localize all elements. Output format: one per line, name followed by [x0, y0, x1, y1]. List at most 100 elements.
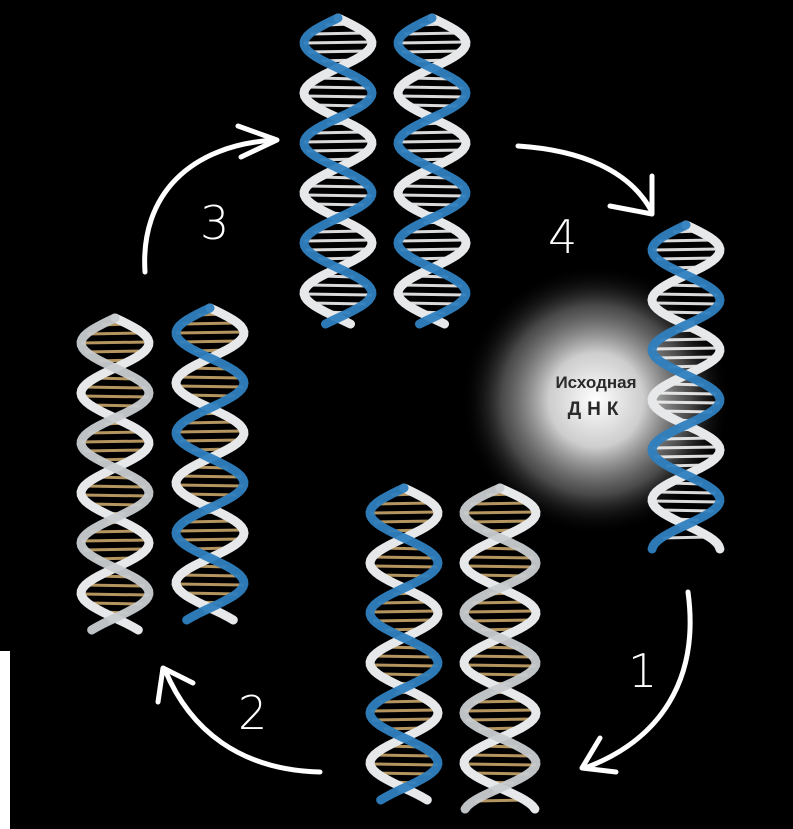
base-pair	[81, 594, 149, 595]
base-pair	[176, 584, 244, 585]
base-pair	[373, 656, 435, 657]
base-pair	[177, 386, 244, 387]
helix-left-a	[81, 318, 149, 630]
base-pair	[654, 294, 717, 295]
base-pair	[399, 96, 466, 97]
base-pair	[183, 323, 238, 324]
base-pair	[81, 441, 148, 442]
base-pair	[308, 51, 368, 52]
base-pair	[464, 764, 536, 765]
base-pair	[179, 476, 241, 477]
base-pair	[82, 540, 149, 541]
base-pair	[88, 333, 143, 334]
helix-bottom-a	[370, 488, 438, 800]
base-pair	[83, 549, 146, 550]
step-number-4: 4	[548, 214, 577, 260]
base-pair	[180, 341, 240, 342]
base-pair	[176, 332, 244, 333]
base-pair	[81, 342, 149, 343]
base-pair	[656, 258, 716, 259]
arrow-step-4	[518, 146, 652, 212]
base-pair	[655, 393, 717, 394]
base-pair	[305, 96, 372, 97]
helix-left-b	[176, 308, 244, 620]
arrow-step-2-head	[158, 668, 193, 702]
base-pair	[82, 396, 149, 397]
base-pair	[85, 351, 145, 352]
base-pair	[401, 150, 463, 151]
base-pair	[180, 575, 240, 576]
base-pair	[176, 431, 243, 432]
base-pair	[467, 656, 532, 657]
helix-bottom-b	[464, 488, 536, 809]
base-pair	[374, 755, 434, 756]
base-pair	[398, 294, 466, 295]
step-number-3: 3	[200, 200, 229, 246]
helix-top-right	[398, 18, 466, 324]
base-pair	[400, 249, 463, 250]
base-pair	[308, 285, 368, 286]
original-dna-label-line1: Исходная	[536, 373, 656, 393]
base-pair	[469, 521, 532, 522]
base-pair	[465, 566, 536, 567]
base-pair	[652, 249, 720, 250]
base-pair	[467, 620, 532, 621]
base-pair	[398, 195, 465, 196]
base-pair	[307, 186, 369, 187]
step-number-1: 1	[628, 648, 657, 694]
left-edge-bar	[0, 651, 10, 829]
base-pair	[305, 240, 372, 241]
base-pair	[464, 665, 535, 666]
base-pair	[83, 387, 146, 388]
base-pair	[84, 450, 146, 451]
base-pair	[311, 33, 366, 34]
base-pair	[467, 557, 534, 558]
base-pair	[176, 485, 243, 486]
base-pair	[370, 611, 437, 612]
base-pair	[377, 503, 432, 504]
base-pair	[178, 539, 241, 540]
helix-top-left	[304, 18, 372, 324]
base-pair	[304, 294, 372, 295]
base-pair	[471, 503, 529, 504]
base-pair	[400, 87, 463, 88]
base-pair	[304, 42, 372, 43]
base-pair	[655, 357, 717, 358]
base-pair	[306, 87, 369, 88]
base-pair	[304, 195, 371, 196]
base-pair	[654, 456, 717, 457]
base-pair	[371, 566, 438, 567]
base-pair	[372, 557, 435, 558]
base-pair	[179, 440, 241, 441]
base-pair	[659, 240, 714, 241]
base-pair	[402, 285, 462, 286]
base-pair	[84, 486, 146, 487]
base-pair	[372, 719, 435, 720]
base-pair	[370, 512, 438, 513]
base-pair	[371, 710, 438, 711]
base-pair	[81, 495, 148, 496]
base-pair	[370, 764, 438, 765]
base-pair	[405, 33, 460, 34]
base-pair	[652, 402, 719, 403]
base-pair	[373, 620, 435, 621]
base-pair	[464, 611, 535, 612]
base-pair	[653, 447, 720, 448]
base-pair	[398, 42, 466, 43]
base-pair	[370, 665, 437, 666]
base-pair	[399, 240, 466, 241]
base-pair	[177, 530, 244, 531]
base-pair	[469, 755, 532, 756]
base-pair	[653, 303, 720, 304]
base-pair	[467, 719, 534, 720]
base-pair	[652, 501, 720, 502]
base-pair	[652, 348, 719, 349]
step-number-2: 2	[238, 690, 267, 736]
base-pair	[307, 150, 369, 151]
base-pair	[402, 51, 462, 52]
base-pair	[464, 512, 536, 513]
base-pair	[304, 141, 371, 142]
base-pair	[465, 710, 536, 711]
